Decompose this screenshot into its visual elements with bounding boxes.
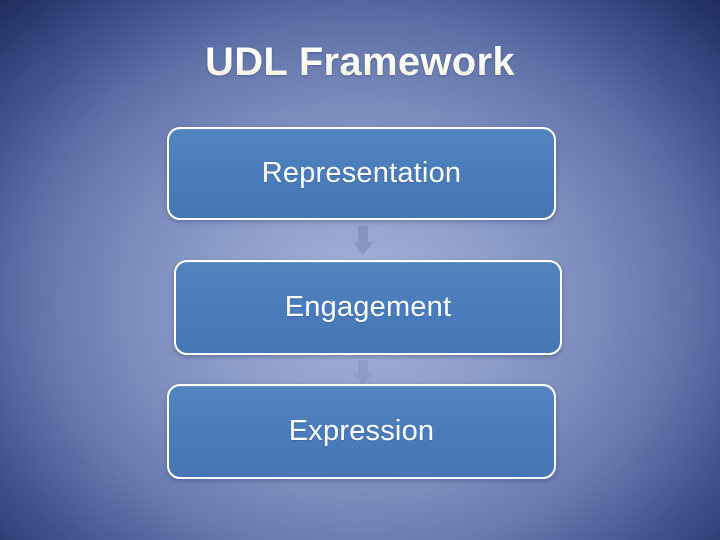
diagram-node-expression[interactable]: Expression bbox=[167, 384, 556, 479]
page-title: UDL Framework bbox=[0, 40, 720, 84]
diagram-node-label: Engagement bbox=[284, 291, 452, 323]
diagram-node-label: Expression bbox=[288, 415, 435, 447]
diagram-node-label: Representation bbox=[261, 157, 462, 189]
connector-chevron-1 bbox=[352, 226, 374, 256]
diagram-node-engagement[interactable]: Engagement bbox=[174, 260, 562, 355]
connector-chevron-2 bbox=[352, 360, 374, 386]
diagram-node-representation[interactable]: Representation bbox=[167, 127, 556, 220]
